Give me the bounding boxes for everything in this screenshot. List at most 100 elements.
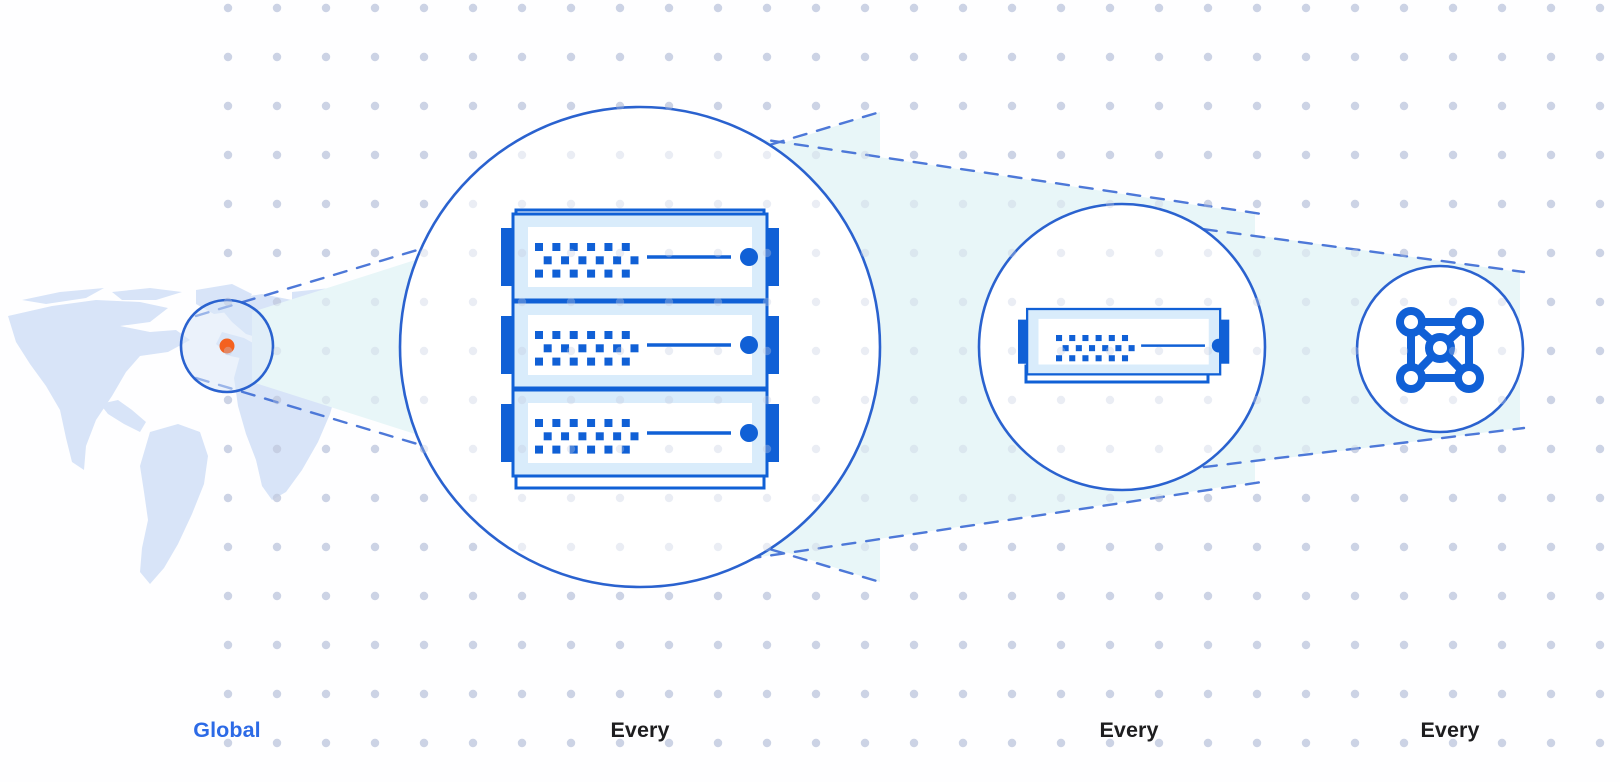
grid-dot: [468, 297, 478, 307]
grid-dot: [1105, 52, 1115, 62]
server-led: [1108, 355, 1115, 362]
stage-every-data-center[interactable]: [398, 105, 882, 589]
grid-dot: [664, 395, 674, 405]
grid-dot: [860, 297, 870, 307]
label-every-service[interactable]: Every service: [1350, 668, 1550, 782]
grid-dot: [1399, 591, 1409, 601]
grid-dot: [1056, 101, 1066, 111]
grid-dot: [1497, 444, 1507, 454]
grid-dot: [1252, 444, 1262, 454]
grid-dot: [1301, 493, 1311, 503]
server-led: [569, 445, 578, 454]
label-global-network[interactable]: Global network: [127, 668, 327, 782]
grid-dot: [909, 493, 919, 503]
grid-dot: [664, 297, 674, 307]
grid-dot: [566, 738, 576, 748]
grid-dot: [1154, 591, 1164, 601]
grid-dot: [1301, 542, 1311, 552]
stage-every-server[interactable]: [977, 202, 1267, 492]
grid-dot: [419, 101, 429, 111]
grid-dot: [664, 640, 674, 650]
grid-dot: [1007, 444, 1017, 454]
grid-dot: [811, 493, 821, 503]
grid-dot: [517, 199, 527, 209]
grid-dot: [860, 101, 870, 111]
grid-dot: [370, 150, 380, 160]
grid-dot: [1497, 591, 1507, 601]
server-led: [561, 432, 570, 441]
server-led: [587, 357, 596, 366]
grid-dot: [1497, 640, 1507, 650]
grid-dot: [1350, 101, 1360, 111]
grid-dot: [1546, 493, 1556, 503]
grid-dot: [321, 101, 331, 111]
grid-dot: [664, 640, 674, 650]
grid-dot: [1056, 640, 1066, 650]
label-every-server[interactable]: Every server: [1029, 668, 1229, 782]
grid-dot: [664, 689, 674, 699]
grid-dot: [468, 542, 478, 552]
grid-dot: [1448, 689, 1458, 699]
grid-dot: [1007, 542, 1017, 552]
label-every-data-center[interactable]: Every data center: [520, 668, 760, 782]
grid-dot: [664, 493, 674, 503]
grid-dot: [370, 150, 380, 160]
grid-dot: [321, 493, 331, 503]
grid-dot: [223, 3, 233, 13]
grid-dot: [1350, 248, 1360, 258]
grid-dot: [958, 591, 968, 601]
grid-dot: [1448, 199, 1458, 209]
grid-dot: [223, 346, 233, 356]
grid-dot: [1595, 640, 1605, 650]
grid-dot: [1448, 444, 1458, 454]
grid-dot: [223, 248, 233, 258]
grid-dot: [1301, 395, 1311, 405]
grid-dot: [1252, 150, 1262, 160]
grid-dot: [517, 52, 527, 62]
server-led: [569, 357, 578, 366]
grid-dot: [958, 689, 968, 699]
grid-dot: [1350, 493, 1360, 503]
grid-dot: [811, 101, 821, 111]
grid-dot: [762, 640, 772, 650]
grid-dot: [713, 738, 723, 748]
grid-dot: [1448, 101, 1458, 111]
grid-dot: [1497, 689, 1507, 699]
grid-dot: [1007, 591, 1017, 601]
grid-dot: [762, 591, 772, 601]
grid-dot: [958, 591, 968, 601]
grid-dot: [272, 3, 282, 13]
grid-dot: [1105, 640, 1115, 650]
grid-dot: [321, 640, 331, 650]
grid-dot: [762, 346, 772, 356]
grid-dot: [1301, 101, 1311, 111]
grid-dot: [615, 738, 625, 748]
grid-dot: [1203, 542, 1213, 552]
grid-dot: [1301, 248, 1311, 258]
grid-dot: [1105, 150, 1115, 160]
grid-dot: [517, 101, 527, 111]
grid-dot: [1056, 52, 1066, 62]
grid-dot: [1399, 199, 1409, 209]
server-led: [1069, 355, 1076, 362]
grid-dot: [1203, 52, 1213, 62]
grid-dot: [223, 101, 233, 111]
grid-dot: [370, 591, 380, 601]
grid-dot: [223, 689, 233, 699]
stage-every-service[interactable]: [1355, 264, 1525, 434]
grid-dot: [566, 493, 576, 503]
grid-dot: [1105, 738, 1115, 748]
grid-dot: [566, 52, 576, 62]
stage-global-network[interactable]: [179, 298, 275, 394]
grid-dot: [713, 689, 723, 699]
grid-dot: [223, 199, 233, 209]
grid-dot: [370, 3, 380, 13]
grid-dot: [1595, 52, 1605, 62]
grid-dot: [1301, 199, 1311, 209]
grid-dot: [321, 199, 331, 209]
grid-dot: [1301, 3, 1311, 13]
grid-dot: [1056, 150, 1066, 160]
grid-dot: [1497, 493, 1507, 503]
grid-dot: [1399, 738, 1409, 748]
server-led: [613, 344, 622, 353]
